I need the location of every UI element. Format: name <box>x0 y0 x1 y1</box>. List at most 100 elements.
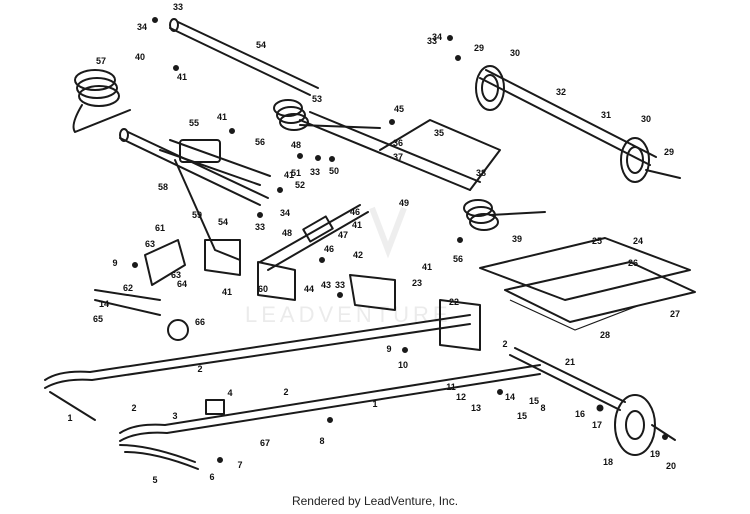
callout-number: 37 <box>393 152 403 162</box>
callout-number: 60 <box>258 284 268 294</box>
callout-number: 22 <box>449 297 459 307</box>
callout-number: 55 <box>189 118 199 128</box>
callout-number: 46 <box>350 207 360 217</box>
callout-number: 39 <box>512 234 522 244</box>
callout-number: 6 <box>209 472 214 482</box>
front-mount <box>94 239 225 415</box>
footer-credit: Rendered by LeadVenture, Inc. <box>291 494 459 508</box>
callout-number: 58 <box>158 182 168 192</box>
spring-39 <box>463 199 546 231</box>
callout-number: 50 <box>329 166 339 176</box>
callout-number: 18 <box>603 457 613 467</box>
spring-53 <box>273 99 381 131</box>
callout-number: 41 <box>352 220 362 230</box>
callout-number: 3 <box>172 411 177 421</box>
callout-number: 11 <box>446 382 456 392</box>
slide-plates <box>479 237 696 331</box>
callout-number: 14 <box>99 299 109 309</box>
callout-number: 52 <box>295 180 305 190</box>
exploded-view-drawing: LEADVENTURE <box>44 2 696 485</box>
callout-number: 4 <box>227 388 232 398</box>
callout-number: 21 <box>565 357 575 367</box>
callout-number: 61 <box>155 223 165 233</box>
callout-number: 7 <box>237 460 242 470</box>
callout-number: 33 <box>427 36 437 46</box>
callout-number: 54 <box>218 217 228 227</box>
callout-number: 51 <box>291 168 301 178</box>
spring-57 <box>72 69 131 133</box>
callout-number: 26 <box>628 258 638 268</box>
callout-number: 14 <box>505 392 515 402</box>
callout-number: 27 <box>670 309 680 319</box>
callout-number: 33 <box>310 167 320 177</box>
callout-number: 56 <box>453 254 463 264</box>
callout-number: 63 <box>145 239 155 249</box>
callout-number: 16 <box>575 409 585 419</box>
callout-number: 59 <box>192 210 202 220</box>
callout-number: 67 <box>260 438 270 448</box>
callout-number: 63 <box>171 270 181 280</box>
callout-number: 30 <box>641 114 651 124</box>
callout-number: 42 <box>353 250 363 260</box>
callout-number: 12 <box>456 392 466 402</box>
callout-number: 33 <box>173 2 183 12</box>
callout-number: 23 <box>412 278 422 288</box>
callout-number: 2 <box>502 339 507 349</box>
rear-wheel-assembly <box>475 65 681 183</box>
callout-number: 24 <box>633 236 643 246</box>
callout-number: 33 <box>335 280 345 290</box>
callout-number: 32 <box>556 87 566 97</box>
callout-number: 10 <box>398 360 408 370</box>
callout-number: 40 <box>135 52 145 62</box>
callout-number: 49 <box>399 198 409 208</box>
mounting-brackets <box>204 239 481 351</box>
callout-number: 2 <box>197 364 202 374</box>
shaft-54 <box>119 18 319 206</box>
wear-strip <box>119 444 199 470</box>
callout-number: 28 <box>600 330 610 340</box>
callout-number: 41 <box>284 170 294 180</box>
callout-number: 8 <box>540 403 545 413</box>
callout-number: 2 <box>283 387 288 397</box>
callout-number: 41 <box>217 112 227 122</box>
callout-number: 9 <box>112 258 117 268</box>
side-rails <box>44 314 541 442</box>
callout-number: 38 <box>476 168 486 178</box>
callout-number: 62 <box>123 283 133 293</box>
callout-number: 34 <box>432 32 442 42</box>
callout-number: 13 <box>471 403 481 413</box>
callout-number: 35 <box>434 128 444 138</box>
callout-number: 25 <box>592 236 602 246</box>
callout-number: 64 <box>177 279 187 289</box>
callout-number: 20 <box>666 461 676 471</box>
callout-number: 1 <box>67 413 72 423</box>
callout-number: 41 <box>422 262 432 272</box>
callout-number: 1 <box>372 399 377 409</box>
callout-number: 31 <box>601 110 611 120</box>
callout-number: 53 <box>312 94 322 104</box>
callout-number: 15 <box>517 411 527 421</box>
callout-number: 33 <box>255 222 265 232</box>
watermark-logo: LEADVENTURE <box>245 206 448 327</box>
callout-number: 9 <box>386 344 391 354</box>
callout-number: 48 <box>282 228 292 238</box>
callout-number: 34 <box>280 208 290 218</box>
callout-number: 34 <box>137 22 147 32</box>
front-wheel-18 <box>509 347 676 456</box>
callout-number: 19 <box>650 449 660 459</box>
callout-number: 47 <box>338 230 348 240</box>
callout-number: 41 <box>222 287 232 297</box>
callout-number: 36 <box>393 138 403 148</box>
callout-number: 44 <box>304 284 314 294</box>
callout-number: 29 <box>664 147 674 157</box>
callout-number: 29 <box>474 43 484 53</box>
callout-number: 43 <box>321 280 331 290</box>
hardware <box>132 17 668 463</box>
callout-number: 65 <box>93 314 103 324</box>
suspension-arms <box>159 111 501 261</box>
callout-number: 56 <box>255 137 265 147</box>
callout-number: 57 <box>96 56 106 66</box>
callout-number: 17 <box>592 420 602 430</box>
